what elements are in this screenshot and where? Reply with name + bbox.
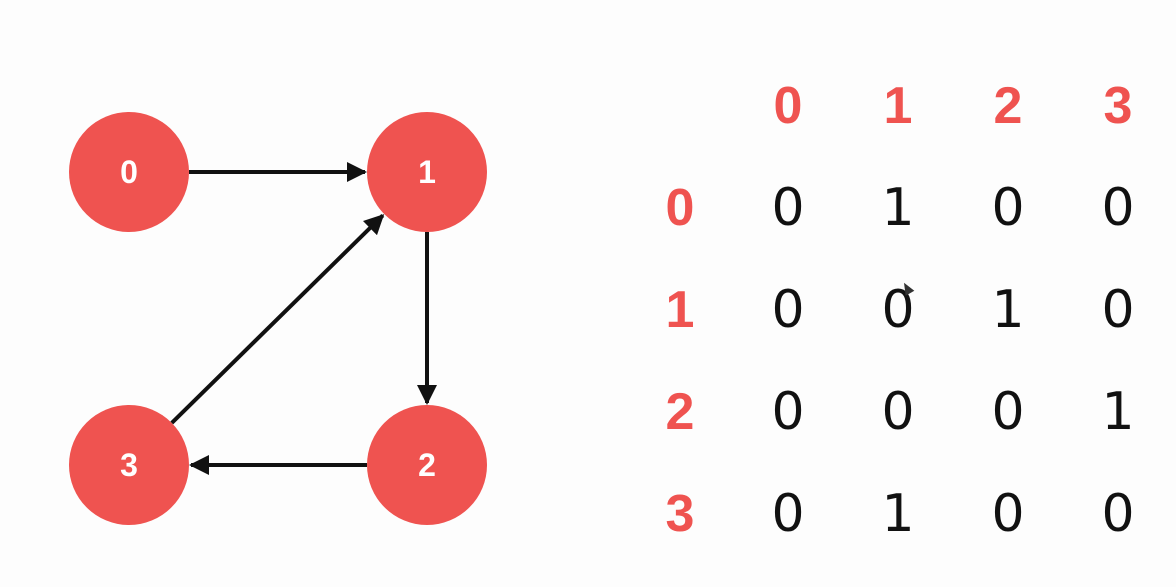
matrix-cell: 0 (771, 280, 805, 340)
row-header-2: 2 (665, 383, 695, 441)
matrix-cell: 1 (1101, 382, 1135, 442)
directed-graph: 0 1 2 3 (69, 112, 487, 525)
column-header-3: 3 (1103, 77, 1133, 135)
graph-node-2: 2 (367, 405, 487, 525)
matrix-cell: 0 (991, 484, 1025, 544)
matrix-cell: 0 (881, 280, 915, 340)
column-header-0: 0 (773, 77, 803, 135)
matrix-row-0: 0 0 1 0 0 (640, 157, 1170, 259)
matrix-row-2: 2 0 0 0 1 (640, 361, 1170, 463)
matrix-cell: 0 (771, 178, 805, 238)
matrix-cell: 0 (771, 382, 805, 442)
matrix-cell: 1 (991, 280, 1025, 340)
matrix-cell: 0 (1101, 484, 1135, 544)
matrix-cell: 1 (881, 484, 915, 544)
matrix-header-row: 0 1 2 3 (640, 55, 1170, 157)
matrix-cell: 0 (771, 484, 805, 544)
matrix-cell: 0 (1101, 280, 1135, 340)
node-circle (367, 405, 487, 525)
graph-node-1: 1 (367, 112, 487, 232)
matrix-cell: 0 (991, 382, 1025, 442)
matrix-cell: 0 (1101, 178, 1135, 238)
row-header-3: 3 (665, 485, 695, 543)
row-header-1: 1 (665, 281, 695, 339)
adjacency-matrix: 0 1 2 3 0 0 1 0 0 1 0 0 1 0 2 0 0 0 1 3 … (640, 55, 1170, 565)
matrix-row-1: 1 0 0 1 0 (640, 259, 1170, 361)
node-circle (69, 405, 189, 525)
column-header-1: 1 (883, 77, 913, 135)
matrix-cell: 0 (991, 178, 1025, 238)
node-circle (367, 112, 487, 232)
node-label: 2 (418, 447, 436, 483)
graph-node-0: 0 (69, 112, 189, 232)
row-header-0: 0 (665, 179, 695, 237)
node-label: 0 (120, 154, 138, 190)
matrix-cell: 0 (881, 382, 915, 442)
node-label: 1 (418, 154, 436, 190)
matrix-cell: 1 (881, 178, 915, 238)
node-circle (69, 112, 189, 232)
edge-3-to-1 (170, 214, 385, 425)
matrix-row-3: 3 0 1 0 0 (640, 463, 1170, 565)
node-label: 3 (120, 447, 138, 483)
graph-node-3: 3 (69, 405, 189, 525)
column-header-2: 2 (993, 77, 1023, 135)
